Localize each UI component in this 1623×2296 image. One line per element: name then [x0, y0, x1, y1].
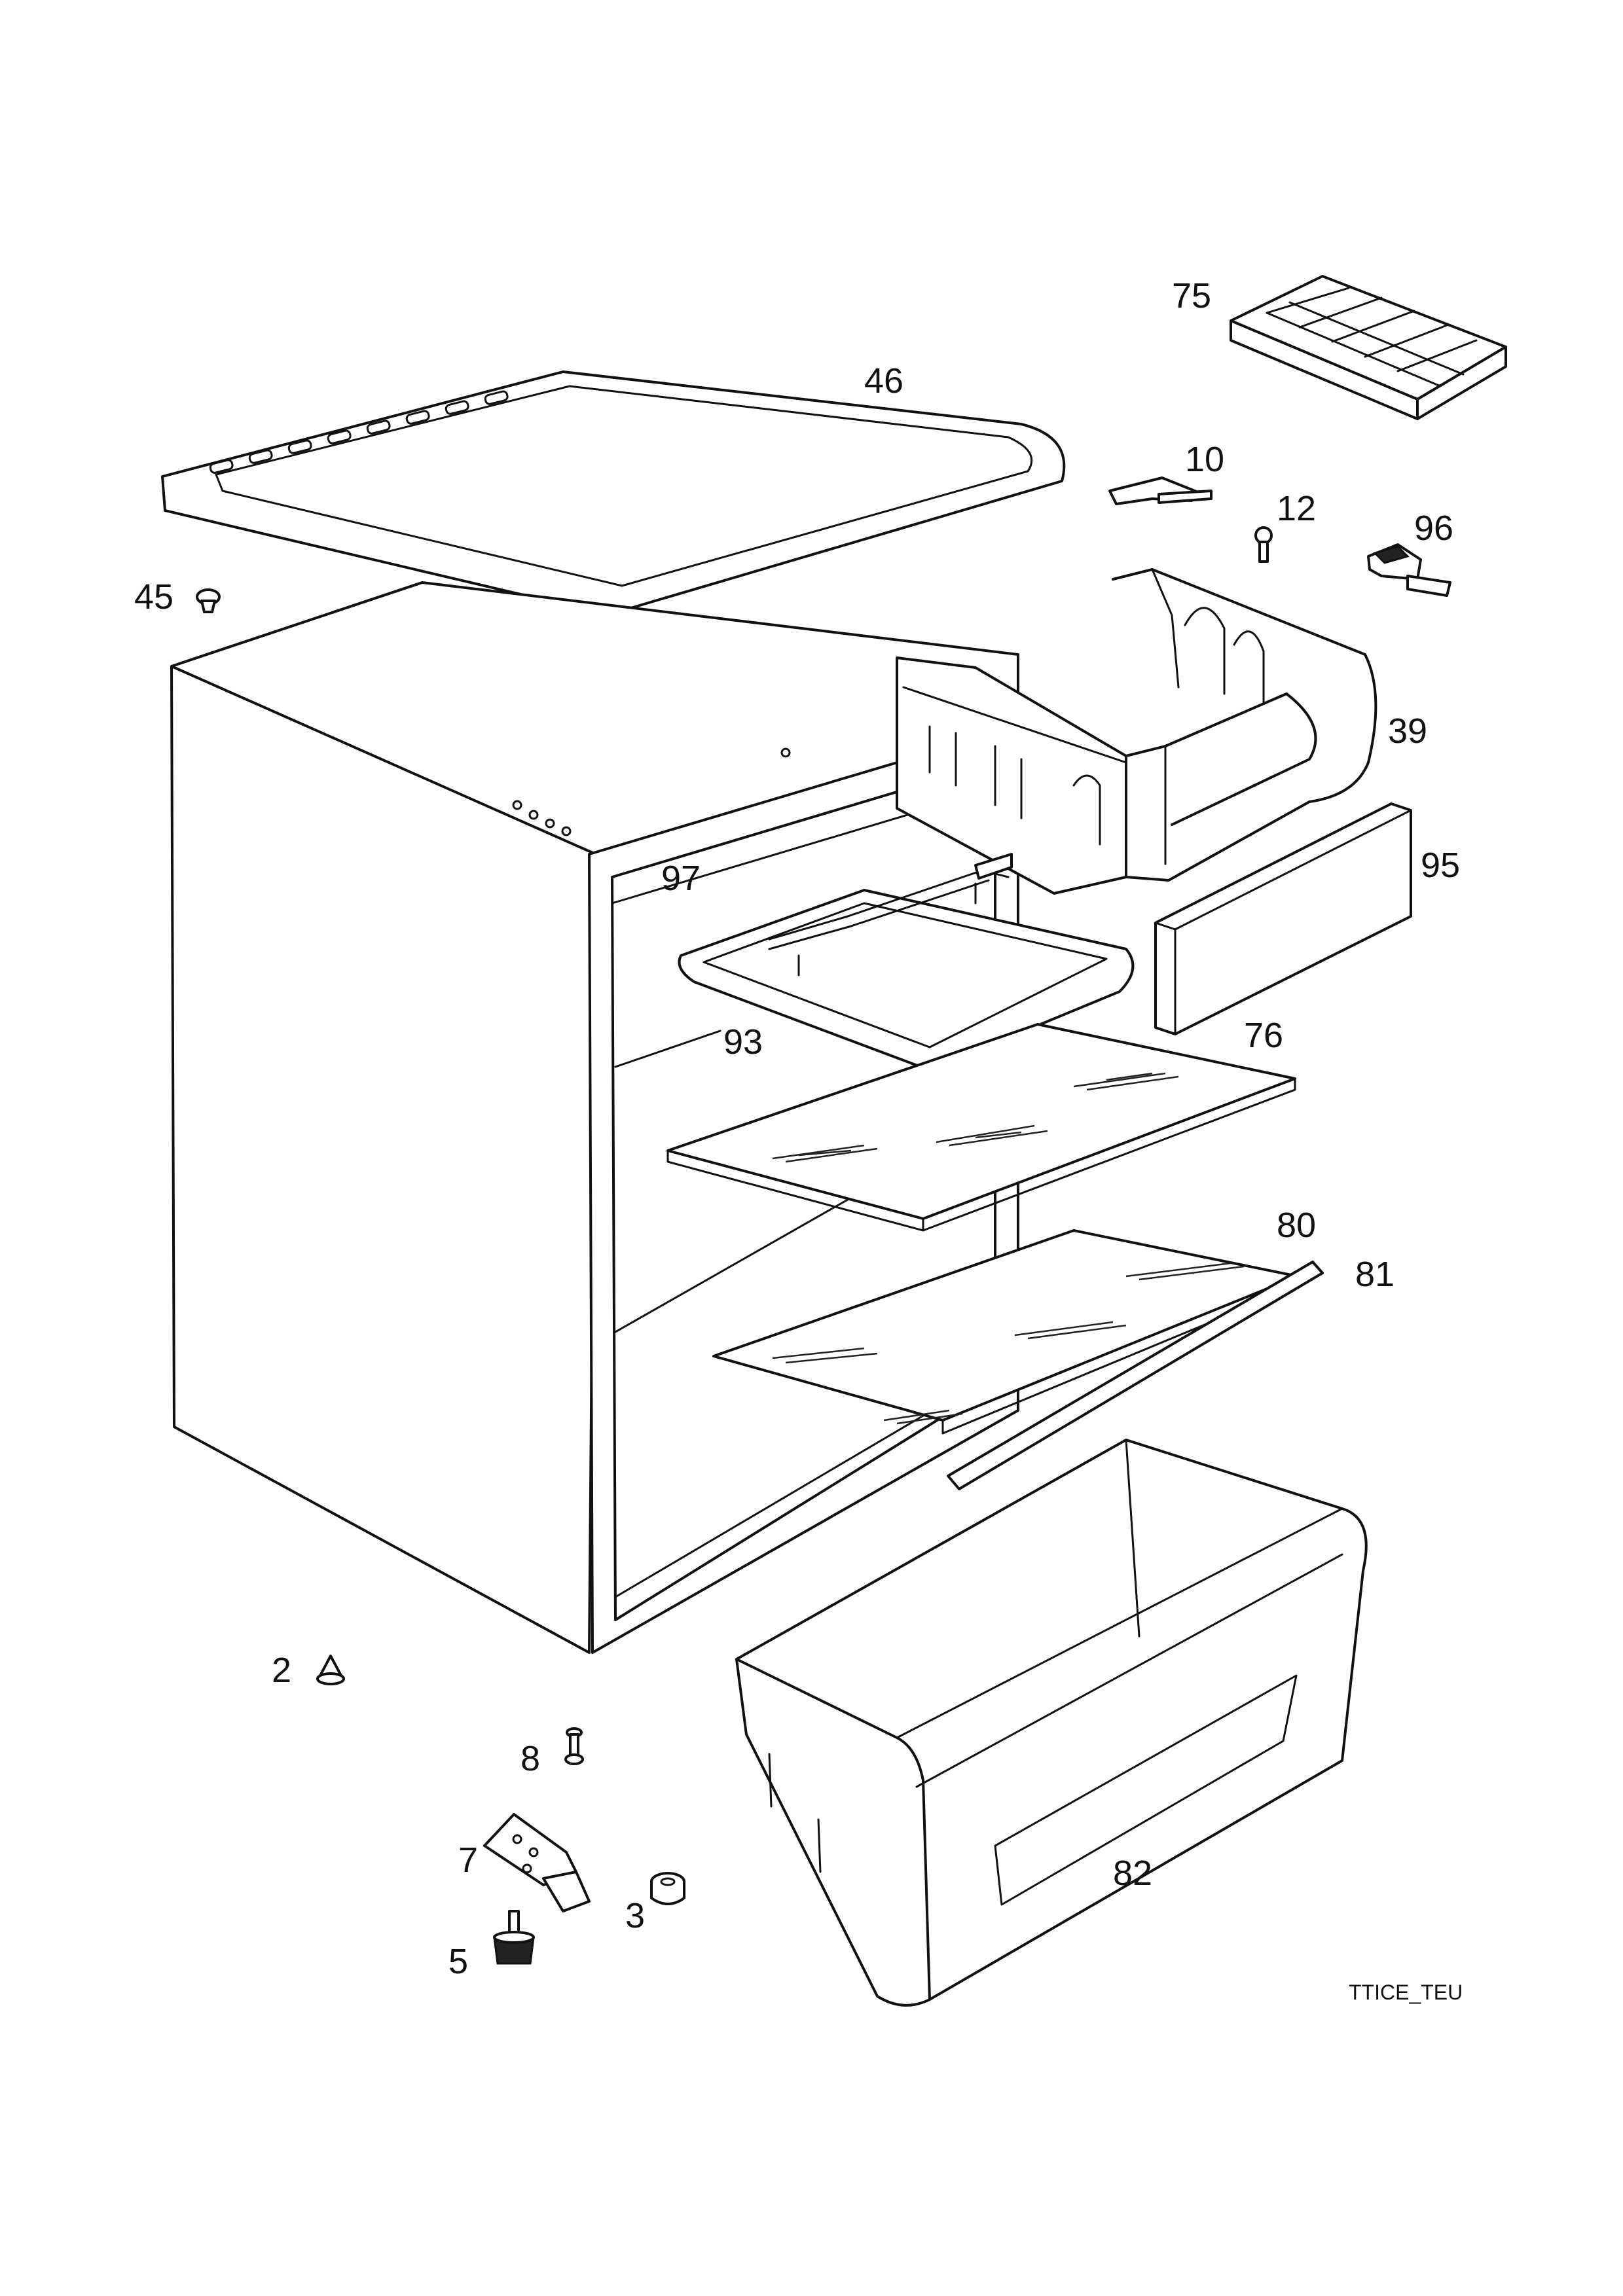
- label-5: 5: [448, 1942, 468, 1981]
- label-3: 3: [625, 1896, 645, 1935]
- label-75: 75: [1172, 276, 1211, 315]
- label-39: 39: [1388, 711, 1427, 751]
- drip-tray: [678, 889, 1135, 1071]
- freezer-flap: [1154, 802, 1412, 1035]
- label-82: 82: [1113, 1854, 1152, 1893]
- bracket: [1108, 476, 1213, 505]
- label-97: 97: [661, 859, 701, 898]
- label-80: 80: [1277, 1206, 1316, 1245]
- adjustable-foot: [493, 1910, 535, 1965]
- screw: [1254, 526, 1273, 563]
- label-10: 10: [1185, 440, 1224, 479]
- label-45: 45: [134, 577, 173, 617]
- shelf-trim-strip: [947, 1261, 1324, 1490]
- label-76: 76: [1244, 1016, 1283, 1055]
- label-12: 12: [1277, 489, 1316, 528]
- spacer-bush: [650, 1872, 685, 1905]
- label-96: 96: [1414, 509, 1453, 548]
- label-46: 46: [864, 361, 903, 401]
- ice-cube-tray: [1230, 275, 1507, 420]
- hinge-screw: [564, 1727, 584, 1765]
- foot-cap: [316, 1655, 345, 1685]
- tray-support: [768, 853, 1013, 977]
- glass-shelf-upper: [666, 1023, 1296, 1232]
- cover-vent-slots: [209, 390, 509, 474]
- label-7: 7: [458, 1840, 478, 1880]
- label-93: 93: [723, 1022, 763, 1062]
- evaporator: [896, 568, 1377, 895]
- part-labels: 75 46 10 12 96 45 39 95 97 93 76 80 81 2…: [134, 276, 1460, 1981]
- label-8: 8: [520, 1739, 540, 1778]
- drawing-code: TTICE_TEU: [1349, 1981, 1463, 2004]
- top-cover: [161, 370, 1066, 613]
- label-81: 81: [1355, 1255, 1395, 1294]
- plug-cap: [196, 588, 221, 613]
- hinge-plate: [483, 1813, 591, 1912]
- clip-handle: [1367, 543, 1451, 597]
- crisper-drawer: [735, 1439, 1368, 2007]
- label-2: 2: [272, 1651, 291, 1690]
- label-95: 95: [1421, 846, 1460, 885]
